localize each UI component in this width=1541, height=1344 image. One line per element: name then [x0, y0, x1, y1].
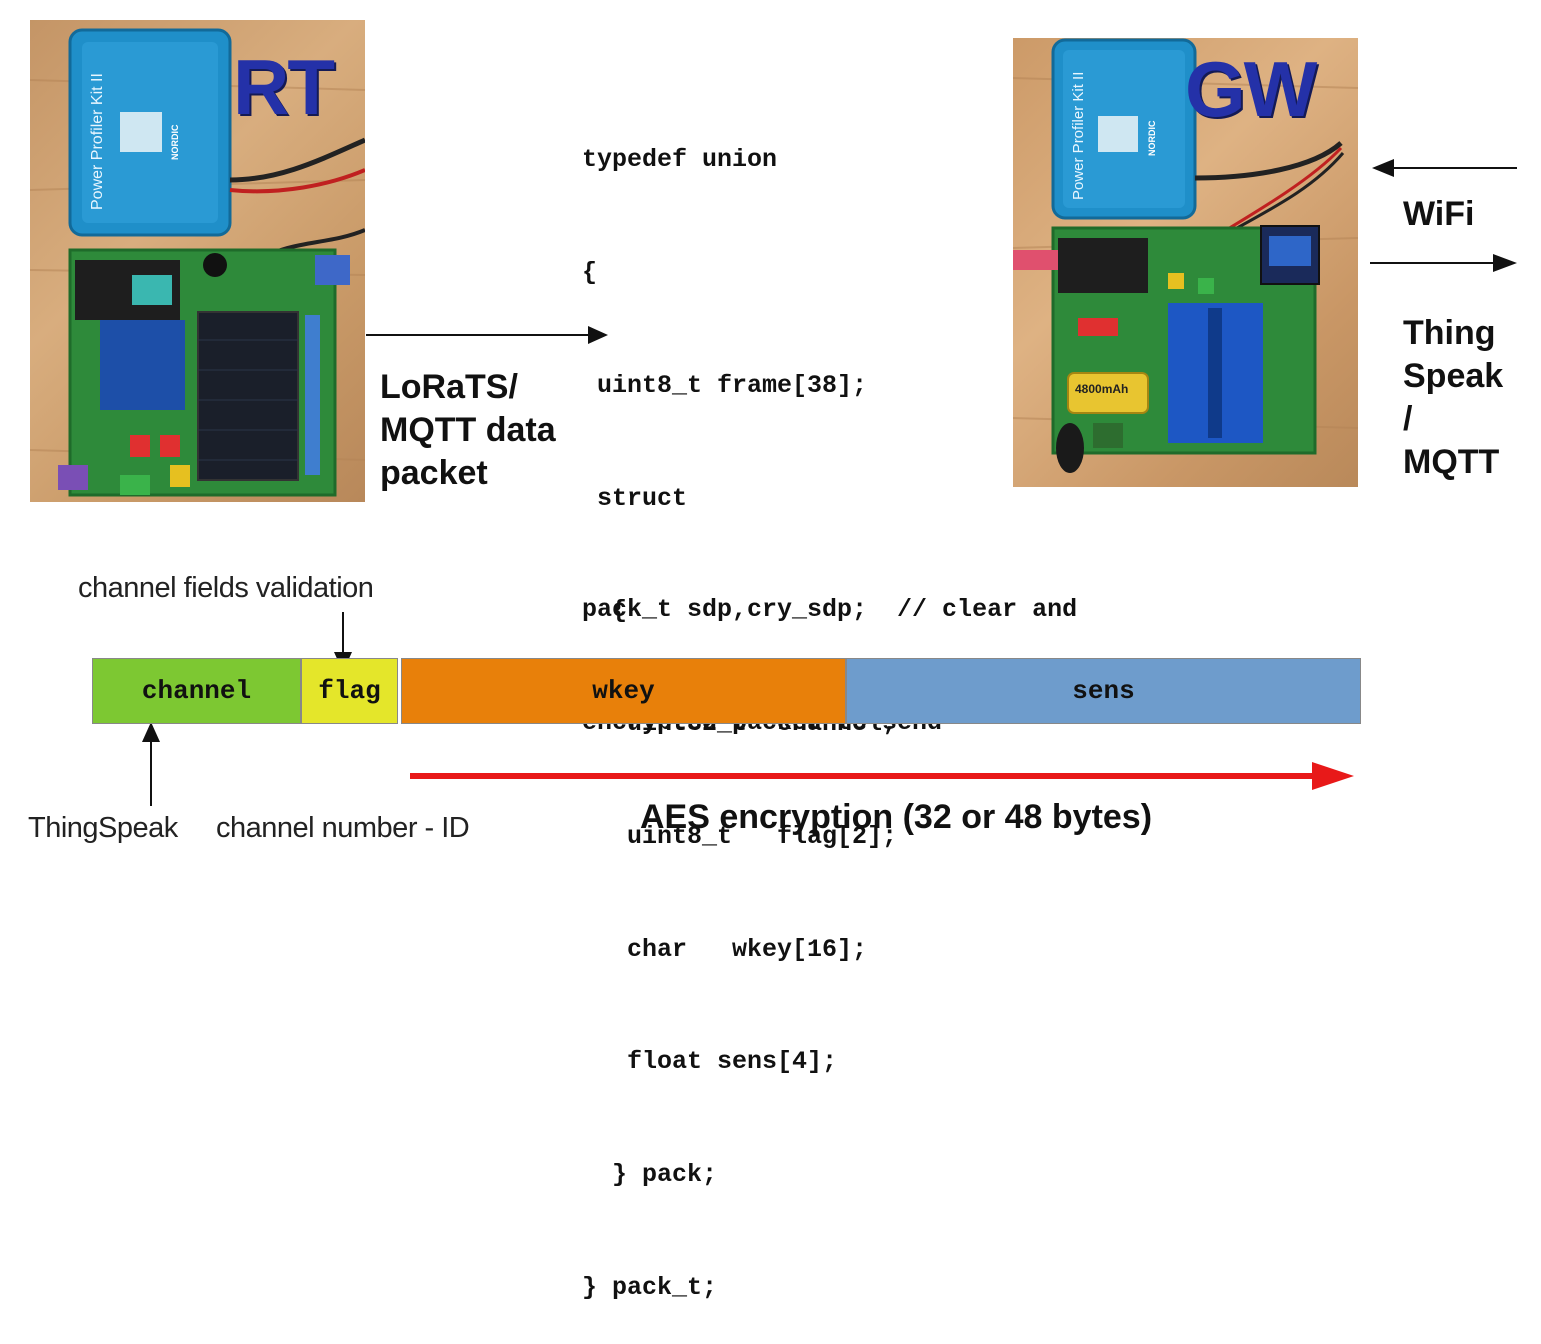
declaration-line: pack_t sdp,cry_sdp; // clear and	[582, 595, 1078, 625]
thingspeak-label: ThingSpeak	[28, 812, 178, 844]
connector-arrows	[142, 159, 1517, 806]
link-label: LoRaTS/ MQTT data packet	[380, 366, 556, 495]
rt-device-photo: Power Profiler Kit II NORDIC RT	[30, 20, 365, 502]
cloud-label-line: Speak	[1403, 357, 1504, 395]
cloud-label: Thing Speak / MQTT	[1403, 312, 1503, 484]
code-line: } pack;	[582, 1160, 718, 1190]
svg-text:4800mAh: 4800mAh	[1075, 382, 1128, 396]
code-line: uint8_t frame[38];	[582, 370, 868, 400]
code-line: } pack_t;	[582, 1273, 718, 1302]
link-label-line: MQTT data	[380, 411, 556, 449]
cloud-label-line: MQTT	[1403, 443, 1500, 481]
wifi-label: WiFi	[1403, 195, 1475, 233]
rt-board-graphic: Power Profiler Kit II NORDIC	[30, 28, 365, 497]
code-line: {	[582, 596, 628, 626]
validation-label: channel fields validation	[78, 572, 374, 604]
svg-text:NORDIC: NORDIC	[170, 124, 180, 160]
gw-board-graphic: Power Profiler Kit II NORDIC 4800mAh	[1013, 38, 1358, 473]
svg-text:Power Profiler Kit II: Power Profiler Kit II	[89, 73, 106, 210]
svg-text:NORDIC: NORDIC	[1147, 120, 1157, 156]
code-line: char wkey[16];	[582, 934, 868, 964]
code-line: {	[582, 257, 598, 287]
packet-field-channel: channel	[92, 658, 301, 724]
packet-field-flag: flag	[301, 658, 398, 724]
link-label-line: packet	[380, 454, 488, 492]
gw-device-photo: Power Profiler Kit II NORDIC 4800mAh GW	[1013, 38, 1358, 487]
cloud-label-line: Thing	[1403, 314, 1496, 352]
link-label-line: LoRaTS/	[380, 368, 518, 406]
declaration-block: pack_t sdp,cry_sdp; // clear and encrypt…	[582, 516, 1077, 779]
code-line: float sens[4];	[582, 1047, 838, 1077]
aes-label: AES encryption (32 or 48 bytes)	[640, 798, 1153, 836]
cloud-label-line: /	[1403, 400, 1413, 438]
svg-text:Power Profiler Kit II: Power Profiler Kit II	[1070, 72, 1087, 200]
rt-label: RT	[233, 43, 335, 131]
channel-id-label: channel number - ID	[216, 812, 470, 844]
code-line: struct	[582, 483, 688, 513]
gw-label: GW	[1185, 45, 1317, 133]
code-line: typedef union	[582, 145, 778, 175]
packet-field-sens: sens	[846, 658, 1361, 724]
packet-field-wkey: wkey	[401, 658, 846, 724]
